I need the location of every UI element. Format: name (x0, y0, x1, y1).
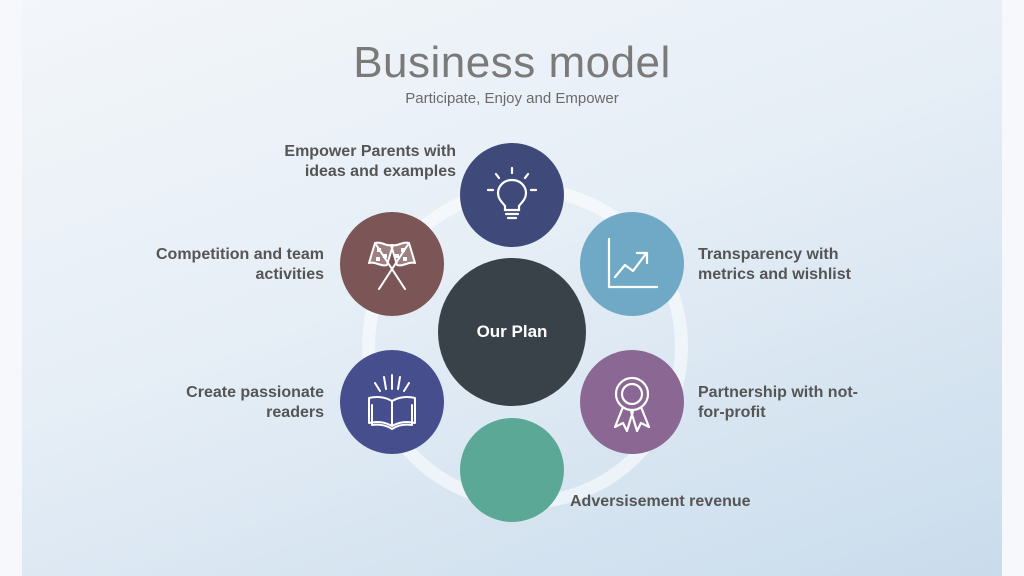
passionate-readers-node (340, 350, 444, 454)
center-label: Our Plan (476, 322, 548, 341)
label-partnership: Partnership with not- for-profit (698, 384, 858, 421)
transparency-node (580, 212, 684, 316)
label-advertisement: Adversisement revenue (570, 493, 751, 510)
partnership-node (580, 350, 684, 454)
label-passionate-readers: Create passionate readers (186, 384, 324, 421)
center-node: Our Plan (438, 258, 586, 406)
label-transparency: Transparency with metrics and wishlist (698, 246, 851, 283)
label-empower-parents: Empower Parents with ideas and examples (284, 143, 456, 180)
checkered-flags-icon (368, 241, 416, 290)
lightbulb-icon (486, 166, 538, 220)
slide-title: Business model (353, 38, 671, 87)
label-competition: Competition and team activities (155, 246, 324, 283)
empower-parents-node (460, 143, 564, 247)
line-chart-icon (607, 237, 659, 289)
competition-node (340, 212, 444, 316)
award-ribbon-icon (613, 376, 651, 433)
advertisement-node (460, 418, 564, 522)
slide-subtitle: Participate, Enjoy and Empower (405, 90, 619, 107)
open-book-icon (368, 374, 416, 430)
